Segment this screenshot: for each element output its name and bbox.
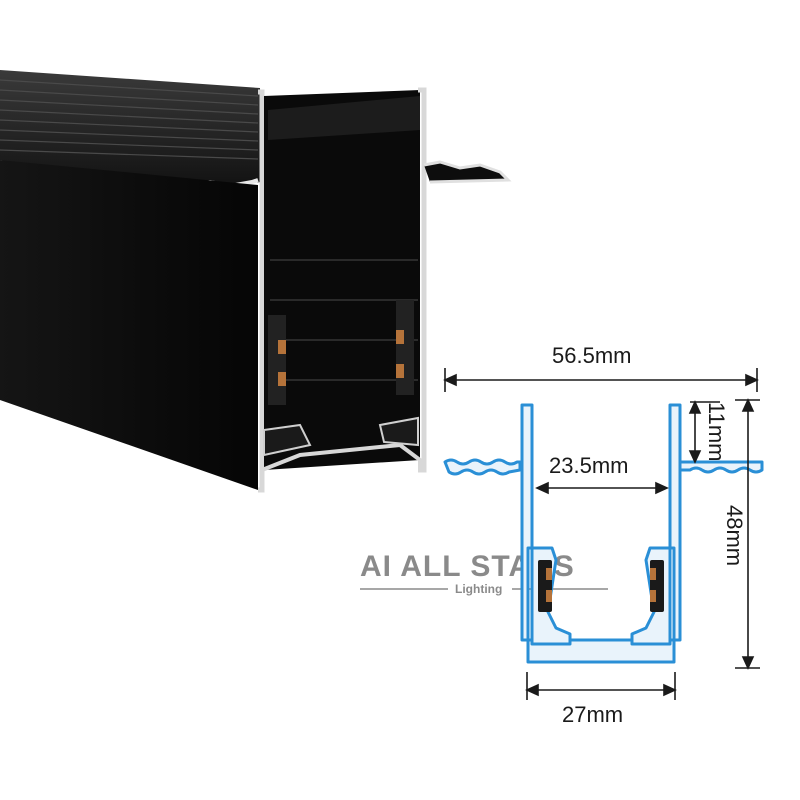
logo: AI ALL STARS Lighting	[360, 550, 608, 596]
dim-flange-height: 11mm	[704, 402, 729, 462]
clip-right	[378, 416, 419, 447]
dimension-lines	[443, 368, 760, 700]
dim-total-height: 48mm	[722, 505, 747, 566]
left-wall	[520, 403, 534, 642]
side-face	[0, 160, 258, 490]
contact-right	[396, 300, 414, 395]
channel-lines	[270, 259, 418, 381]
channel-top	[268, 96, 420, 140]
cross-section	[443, 403, 764, 664]
rib-lines	[0, 79, 259, 160]
clip-left	[263, 423, 312, 457]
front-frame-left	[258, 89, 265, 493]
right-flange	[423, 160, 512, 184]
channel-back	[264, 90, 420, 470]
dim-bottom-width: 27mm	[562, 702, 623, 727]
dim-inner-width: 23.5mm	[549, 453, 628, 478]
product-photo	[0, 70, 512, 493]
bottom-frame	[260, 442, 422, 488]
dim-total-width: 56.5mm	[552, 343, 631, 368]
right-flange-section	[676, 460, 764, 474]
top-flange	[0, 70, 262, 190]
section-contacts	[538, 560, 664, 612]
logo-sub-text: Lighting	[455, 582, 502, 596]
left-flange	[443, 458, 522, 476]
contact-left	[268, 315, 286, 405]
